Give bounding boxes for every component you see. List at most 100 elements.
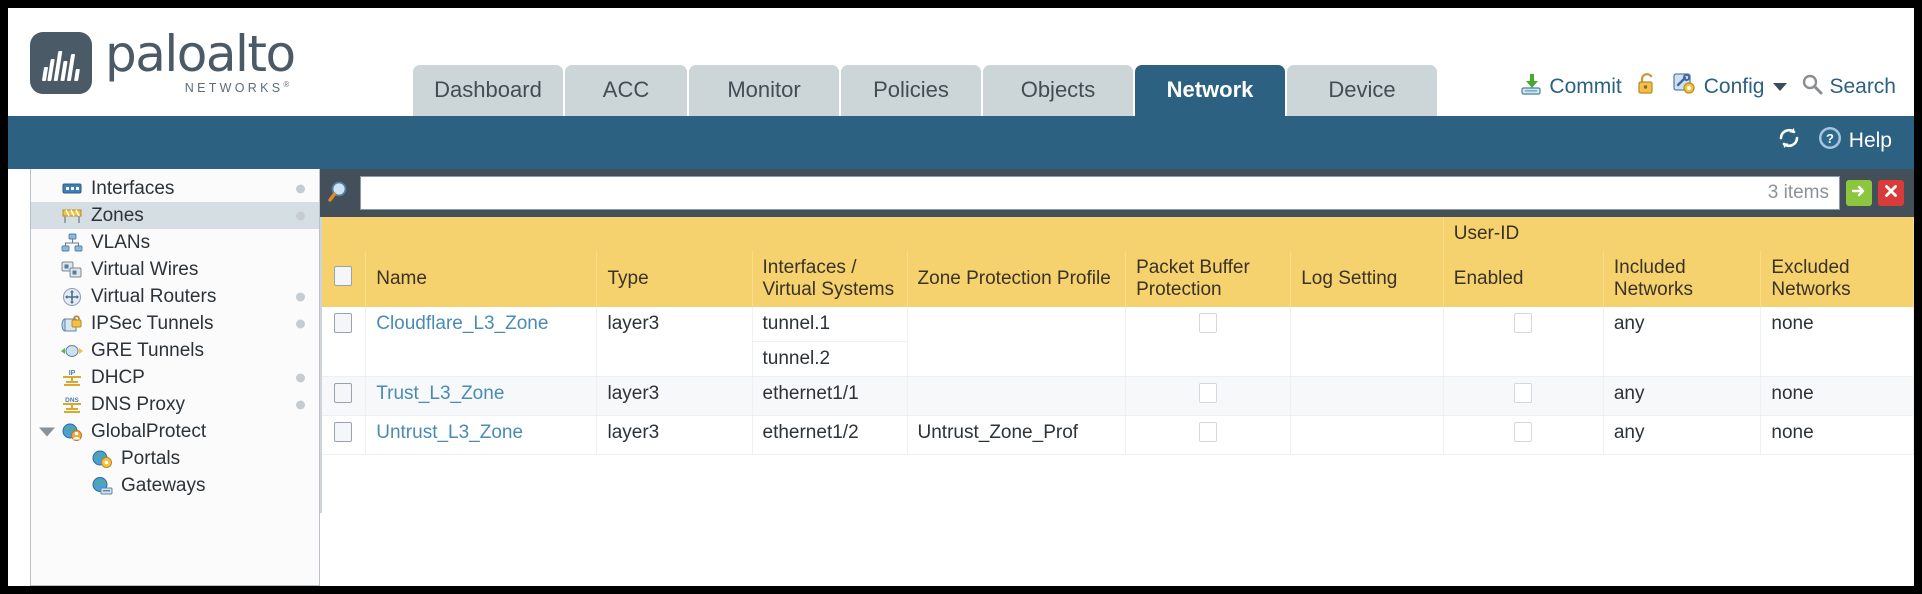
top-header-bar: paloalto NETWORKS® Dashboard ACC Monitor…: [8, 8, 1914, 116]
sidebar-item-ipsec-tunnels[interactable]: IPSec Tunnels: [31, 310, 319, 337]
commit-button[interactable]: Commit: [1519, 72, 1622, 102]
sidebar-item-label: Virtual Routers: [91, 285, 217, 307]
tab-device[interactable]: Device: [1287, 65, 1437, 116]
cell-type: layer3: [596, 376, 753, 416]
item-count-label: 3 items: [1767, 182, 1829, 203]
packet-buffer-protection-checkbox[interactable]: [1199, 422, 1218, 442]
sidebar-item-portals[interactable]: Portals: [31, 445, 319, 472]
cell-name: Trust_L3_Zone: [365, 376, 598, 416]
sidebar-item-label: DHCP: [91, 366, 145, 388]
cell-type: layer3: [596, 415, 753, 455]
svg-text:?: ?: [1826, 131, 1834, 146]
sidebar-item-virtual-routers[interactable]: Virtual Routers: [31, 283, 319, 310]
col-header-zone-protection-profile[interactable]: Zone Protection Profile: [907, 251, 1127, 307]
zone-name-link[interactable]: Untrust_L3_Zone: [376, 422, 524, 443]
col-header-log-setting[interactable]: Log Setting: [1290, 251, 1444, 307]
cell-name: Untrust_L3_Zone: [365, 415, 598, 455]
table-row[interactable]: Trust_L3_Zone layer3 ethernet1/1 any non…: [320, 376, 1914, 416]
tab-acc[interactable]: ACC: [565, 65, 687, 116]
chevron-expand-icon[interactable]: [39, 427, 55, 436]
sidebar-status-dot: [296, 211, 305, 220]
col-header-packet-buffer-protection[interactable]: Packet Buffer Protection: [1125, 251, 1292, 307]
col-header-included-networks[interactable]: Included Networks: [1603, 251, 1762, 307]
ipsec-tunnels-icon: [61, 314, 83, 334]
search-button[interactable]: Search: [1801, 73, 1896, 101]
config-key-icon: [1672, 72, 1698, 102]
cell-log-setting: [1290, 376, 1444, 416]
refresh-icon[interactable]: [1776, 125, 1802, 157]
tab-objects[interactable]: Objects: [983, 65, 1133, 116]
interfaces-icon: [61, 179, 83, 199]
brand-name: paloalto: [105, 25, 296, 83]
main-body: Interfaces Zones VLANs Vir: [8, 169, 1914, 586]
zones-table: User-ID Name Type Interfaces / Virtual S…: [320, 217, 1914, 455]
col-header-name[interactable]: Name: [365, 251, 598, 307]
gateways-icon: [91, 476, 113, 496]
table-row[interactable]: Cloudflare_L3_Zone layer3 tunnel.1 tunne…: [320, 307, 1914, 377]
zones-table-wrap: User-ID Name Type Interfaces / Virtual S…: [320, 217, 1914, 513]
tab-network[interactable]: Network: [1135, 65, 1285, 116]
packet-buffer-protection-checkbox[interactable]: [1199, 383, 1218, 403]
sidebar-item-vlans[interactable]: VLANs: [31, 229, 319, 256]
userid-enabled-checkbox[interactable]: [1514, 383, 1533, 403]
select-all-checkbox[interactable]: [333, 266, 352, 286]
sidebar-item-gre-tunnels[interactable]: GRE Tunnels: [31, 337, 319, 364]
clear-filter-button[interactable]: [1878, 180, 1904, 206]
padlock-icon[interactable]: [1636, 72, 1658, 102]
sidebar-item-label: Gateways: [121, 474, 206, 496]
select-all-checkbox-cell: [320, 251, 367, 307]
sidebar-item-zones[interactable]: Zones: [31, 202, 319, 229]
packet-buffer-protection-checkbox[interactable]: [1199, 313, 1218, 333]
virtual-routers-icon: [61, 287, 83, 307]
row-select-checkbox[interactable]: [333, 383, 352, 403]
zone-name-link[interactable]: Trust_L3_Zone: [376, 383, 505, 404]
zone-name-link[interactable]: Cloudflare_L3_Zone: [376, 313, 549, 334]
header-toolbar: Commit C: [1519, 72, 1896, 102]
sidebar-item-interfaces[interactable]: Interfaces: [31, 175, 319, 202]
sidebar-item-dhcp[interactable]: IP DHCP: [31, 364, 319, 391]
cell-log-setting: [1290, 307, 1444, 377]
sidebar-item-label: GlobalProtect: [91, 420, 207, 442]
row-select-checkbox[interactable]: [333, 422, 352, 442]
config-menu[interactable]: Config: [1672, 72, 1788, 102]
sidebar-item-label: Interfaces: [91, 177, 175, 199]
filter-magnifier-icon[interactable]: [328, 180, 354, 206]
sidebar-item-globalprotect[interactable]: GlobalProtect: [31, 418, 319, 445]
cell-packet-buffer-protection: [1125, 376, 1292, 416]
cell-zone-protection-profile: [907, 376, 1127, 416]
help-question-icon: ?: [1817, 125, 1843, 157]
sidebar-status-dot: [296, 400, 305, 409]
col-header-enabled[interactable]: Enabled: [1443, 251, 1604, 307]
col-header-type[interactable]: Type: [596, 251, 753, 307]
cell-excluded-networks: none: [1760, 376, 1914, 416]
svg-text:DNS: DNS: [65, 397, 79, 404]
table-empty-area: [320, 455, 1914, 513]
sidebar-item-dns-proxy[interactable]: DNS DNS Proxy: [31, 391, 319, 418]
help-button[interactable]: ? Help: [1817, 125, 1892, 157]
band-actions: ? Help: [1776, 125, 1892, 157]
userid-enabled-checkbox[interactable]: [1514, 313, 1533, 333]
sidebar-item-gateways[interactable]: Gateways: [31, 472, 319, 499]
cell-userid-enabled: [1443, 307, 1604, 377]
col-header-excluded-networks[interactable]: Excluded Networks: [1760, 251, 1914, 307]
cell-zone-protection-profile: Untrust_Zone_Prof: [907, 415, 1127, 455]
interface-entry: ethernet1/1: [762, 383, 859, 404]
sidebar-status-dot: [296, 373, 305, 382]
cell-userid-enabled: [1443, 376, 1604, 416]
col-header-interfaces[interactable]: Interfaces / Virtual Systems: [752, 251, 908, 307]
interface-entry: tunnel.1: [752, 307, 907, 342]
row-select-checkbox[interactable]: [333, 313, 352, 333]
cell-interfaces: ethernet1/2: [752, 415, 908, 455]
cell-excluded-networks: none: [1760, 307, 1914, 377]
userid-enabled-checkbox[interactable]: [1514, 422, 1533, 442]
network-sidebar: Interfaces Zones VLANs Vir: [30, 169, 320, 586]
search-input[interactable]: 3 items: [360, 176, 1840, 210]
tab-monitor[interactable]: Monitor: [689, 65, 839, 116]
table-row[interactable]: Untrust_L3_Zone layer3 ethernet1/2 Untru…: [320, 415, 1914, 455]
tab-policies[interactable]: Policies: [841, 65, 981, 116]
apply-filter-button[interactable]: [1846, 180, 1872, 206]
tab-dashboard[interactable]: Dashboard: [413, 65, 563, 116]
interface-entry: tunnel.2: [762, 348, 831, 369]
table-group-header-row: User-ID: [320, 217, 1914, 251]
sidebar-item-virtual-wires[interactable]: Virtual Wires: [31, 256, 319, 283]
